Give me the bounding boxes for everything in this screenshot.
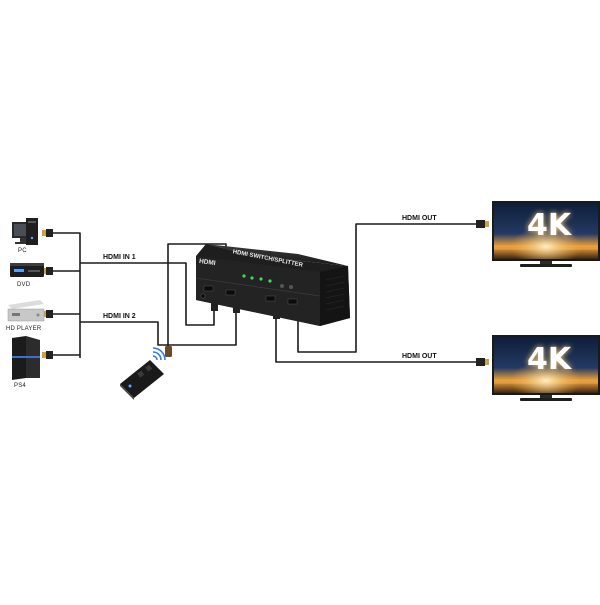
source-label-pc: PC <box>18 248 27 254</box>
pc-tower-monitor-icon <box>12 218 38 245</box>
status-led <box>259 277 263 281</box>
cable-hdmi-in-1 <box>80 262 215 326</box>
cable-hdmi-out-2 <box>275 316 478 363</box>
status-led <box>242 274 246 278</box>
hd-player-icon <box>7 300 45 322</box>
cable-pc <box>52 232 81 358</box>
status-led <box>268 279 272 283</box>
source-label-dvd: DVD <box>17 282 31 288</box>
hdmi-port <box>265 295 276 302</box>
hdmi-port <box>203 285 214 292</box>
hdmi-connector-icon <box>476 358 489 366</box>
hdmi-connector-icon <box>42 351 53 359</box>
cable-hdmi-out-1 <box>297 223 478 353</box>
hdmi-connector-icon <box>476 220 489 228</box>
cable-hdmi-in-2 <box>80 310 237 346</box>
source-label-ps4: PS4 <box>14 383 26 389</box>
hdmi-out-2-label: HDMI OUT <box>402 353 437 360</box>
ir-remote-control-icon <box>120 360 164 400</box>
power-port <box>200 293 206 299</box>
hdmi-in-2-label: HDMI IN 2 <box>103 313 136 320</box>
hdmi-in-1-label: HDMI IN 1 <box>103 254 136 261</box>
hdmi-port <box>287 298 298 305</box>
source-label-hd-player: HD PLAYER <box>6 326 42 332</box>
select-button <box>289 285 293 289</box>
wireless-signal-icon <box>152 347 166 361</box>
tv-4k-badge-2: 4K <box>527 342 572 377</box>
status-led <box>250 276 254 280</box>
tv-display-2 <box>492 335 600 401</box>
ps4-console-icon <box>12 336 40 380</box>
hdmi-connector-icon <box>42 229 53 237</box>
tv-4k-badge-1: 4K <box>527 208 572 243</box>
ir-receiver-icon <box>165 346 172 357</box>
dvd-player-icon <box>10 263 44 277</box>
hdmi-port <box>225 289 236 296</box>
hdmi-switch-splitter-device <box>195 244 350 326</box>
select-button <box>280 284 284 288</box>
hdmi-out-1-label: HDMI OUT <box>402 215 437 222</box>
tv-display-1 <box>492 201 600 267</box>
